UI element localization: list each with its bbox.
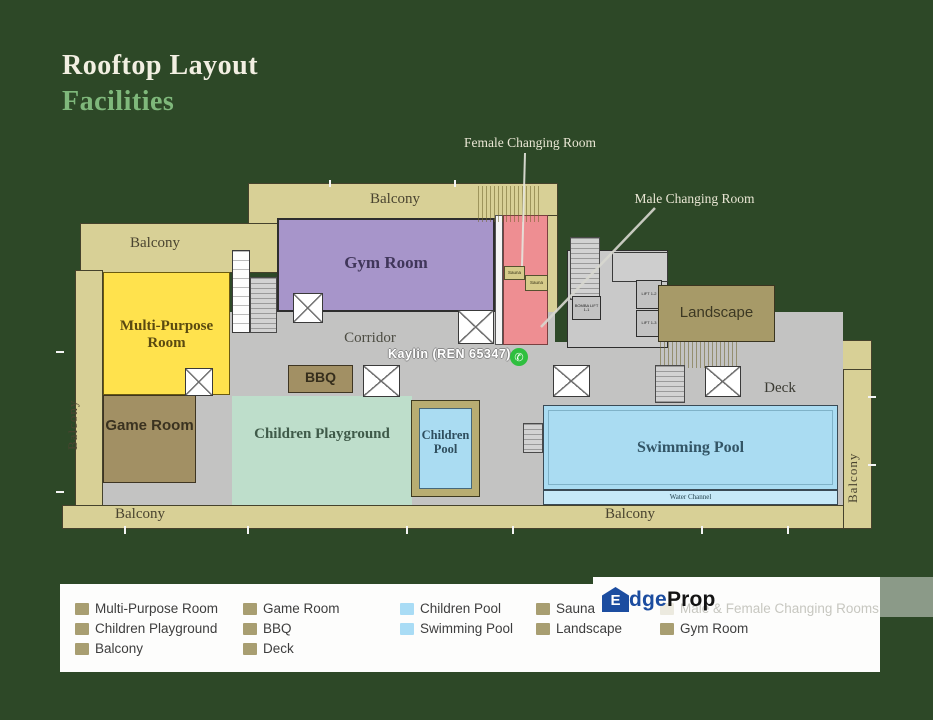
room-landscape bbox=[658, 285, 775, 342]
legend-label: Game Room bbox=[263, 601, 340, 616]
female-changing-annotation: Female Changing Room bbox=[464, 135, 596, 150]
edgeprop-logo-text-dark: Prop bbox=[666, 588, 716, 611]
legend-swatch bbox=[243, 602, 257, 615]
legend-label: Balcony bbox=[95, 641, 144, 656]
page-title: Rooftop Layout bbox=[62, 50, 259, 81]
legend-label: Deck bbox=[263, 641, 294, 656]
bomba-lift: BOMBA LIFT 1-1 bbox=[572, 296, 601, 320]
louvre-hatch-top bbox=[478, 186, 540, 222]
legend-item: Gym Room bbox=[660, 621, 748, 636]
stair-shaft bbox=[232, 250, 250, 333]
void-box-1 bbox=[293, 293, 323, 323]
room-swimming-pool bbox=[543, 405, 838, 490]
legend-swatch bbox=[75, 622, 89, 635]
gym-right-wall bbox=[495, 215, 503, 345]
legend-swatch bbox=[660, 622, 674, 635]
legend-swatch bbox=[243, 642, 257, 655]
legend-label: Gym Room bbox=[680, 621, 749, 636]
male-changing-annotation: Male Changing Room bbox=[634, 191, 755, 206]
legend-swatch bbox=[536, 602, 550, 615]
legend-item: Multi-Purpose Room bbox=[75, 601, 218, 616]
legend-item: Children Pool bbox=[400, 601, 501, 616]
legend-item: Sauna bbox=[536, 601, 595, 616]
stair-deck bbox=[655, 365, 685, 403]
void-box-6 bbox=[705, 366, 741, 397]
page-subtitle: Facilities bbox=[62, 86, 175, 117]
stair-block-left bbox=[250, 277, 277, 333]
balcony-upper-left-strip bbox=[80, 223, 280, 273]
legend-label: Multi-Purpose Room bbox=[95, 601, 219, 616]
balcony-bottom-strip bbox=[62, 505, 872, 529]
legend-label: BBQ bbox=[263, 621, 292, 636]
edgeprop-logo-text-blue: dge bbox=[629, 588, 667, 611]
edgeprop-watermark-box bbox=[593, 577, 880, 672]
whatsapp-icon: ✆ bbox=[510, 348, 528, 366]
legend-item: Balcony bbox=[75, 641, 143, 656]
legend-swatch bbox=[400, 622, 414, 635]
legend-item: Swimming Pool bbox=[400, 621, 513, 636]
room-playground bbox=[232, 396, 412, 505]
void-box-3 bbox=[185, 368, 213, 396]
lobby-upper-rooms bbox=[612, 252, 668, 282]
stair-poolside bbox=[523, 423, 543, 453]
void-box-5 bbox=[553, 365, 590, 397]
lobby-stairs bbox=[570, 237, 600, 300]
room-children-pool bbox=[419, 408, 472, 489]
green-notch bbox=[555, 312, 567, 342]
legend-swatch bbox=[400, 602, 414, 615]
legend-item: Children Playground bbox=[75, 621, 217, 636]
legend-label: Landscape bbox=[556, 621, 623, 636]
gray-strip-below-game bbox=[103, 483, 196, 505]
legend-swatch bbox=[75, 642, 89, 655]
edgeprop-house-icon: E bbox=[602, 587, 629, 612]
gray-strip-left bbox=[196, 395, 232, 505]
legend-item: Male & Female Changing Rooms bbox=[660, 601, 879, 616]
legend-swatch bbox=[660, 602, 674, 615]
legend-item: Landscape bbox=[536, 621, 622, 636]
legend-swatch bbox=[75, 602, 89, 615]
void-box-2 bbox=[458, 310, 494, 344]
water-channel bbox=[543, 490, 838, 505]
legend-swatch bbox=[243, 622, 257, 635]
legend-item: Deck bbox=[243, 641, 294, 656]
legend-label: Children Pool bbox=[420, 601, 502, 616]
legend-label: Sauna bbox=[556, 601, 596, 616]
room-bbq bbox=[288, 365, 353, 393]
legend-label: Male & Female Changing Rooms bbox=[680, 601, 879, 616]
balcony-left-column bbox=[75, 270, 103, 529]
room-sauna-1 bbox=[504, 266, 525, 280]
edgeprop-watermark-fade bbox=[880, 577, 933, 617]
louvre-hatch-landscape bbox=[660, 342, 737, 368]
room-sauna-2 bbox=[525, 275, 548, 291]
room-game bbox=[103, 395, 196, 483]
pool-inner-line bbox=[548, 410, 833, 485]
legend-label: Swimming Pool bbox=[420, 621, 514, 636]
legend-swatch bbox=[536, 622, 550, 635]
legend-item: Game Room bbox=[243, 601, 340, 616]
legend-item: BBQ bbox=[243, 621, 292, 636]
void-box-4 bbox=[363, 365, 400, 397]
balcony-right-column bbox=[843, 350, 872, 529]
legend-label: Children Playground bbox=[95, 621, 218, 636]
agent-watermark: Kaylin (REN 65347) bbox=[388, 347, 511, 361]
